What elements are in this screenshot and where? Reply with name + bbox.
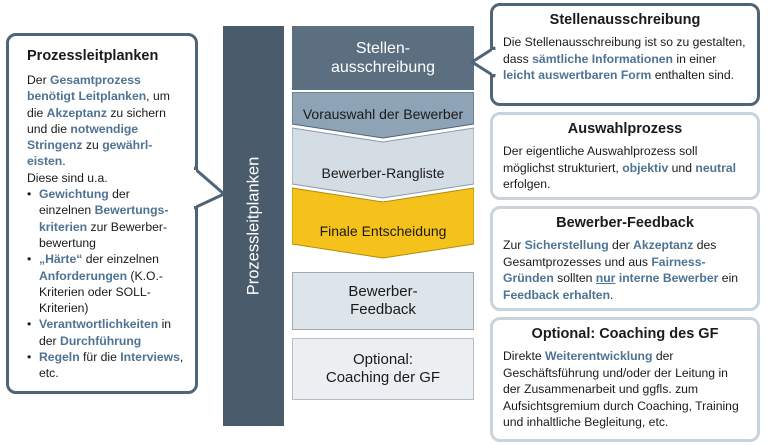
box-stellenausschreibung: Stellenausschreibung Die Stellenausschre… bbox=[490, 3, 760, 106]
text: sollten bbox=[553, 271, 596, 285]
highlight: Gesamtprozess benötigt Leitplanken bbox=[27, 73, 147, 104]
text: der einzelnen bbox=[82, 252, 159, 267]
highlight: Interviews bbox=[120, 350, 180, 365]
highlight: interne Bewerber bbox=[618, 271, 719, 285]
box-auswahlprozess: Auswahlprozess Der eigentliche Auswahlpr… bbox=[490, 112, 760, 200]
highlight: Durchführung bbox=[60, 333, 142, 348]
highlight: objektiv bbox=[622, 160, 669, 175]
highlight: Sicherstellung bbox=[524, 238, 609, 252]
intro-text: Der Gesamtprozess benötigt Leitplanken, … bbox=[27, 72, 185, 170]
text: Direkte bbox=[503, 349, 545, 363]
list-item: Verantwortlichkeiten in der Durchführung bbox=[27, 316, 185, 349]
highlight: sämtliche Informationen bbox=[532, 51, 673, 66]
list-item: Regeln für die Interviews, etc. bbox=[27, 349, 185, 382]
text: enthalten sind. bbox=[651, 68, 734, 82]
text: in einer bbox=[673, 51, 717, 66]
text: in der bbox=[39, 317, 172, 348]
box-title: Auswahlprozess bbox=[567, 121, 683, 137]
text: , etc. bbox=[39, 350, 184, 381]
highlight: Verantwortlichkeiten bbox=[39, 317, 159, 332]
callout-pointer bbox=[470, 46, 496, 78]
text: und bbox=[668, 160, 696, 175]
bar-label: Prozessleitplanken bbox=[244, 156, 262, 296]
highlight: notwendige Stringenz bbox=[27, 121, 139, 153]
text: zur Bewerber-bewertung bbox=[39, 219, 168, 250]
box-coaching: Optional: Coaching des GF Direkte Weiter… bbox=[490, 317, 760, 442]
step-finale-entscheidung: Finale Entscheidung bbox=[319, 222, 447, 239]
highlight: Feedback erhalten bbox=[503, 287, 611, 302]
step-rangliste: Bewerber-Rangliste bbox=[321, 164, 445, 181]
text: zu bbox=[82, 138, 103, 153]
highlight: nur bbox=[595, 271, 616, 285]
highlight: Akzeptanz bbox=[633, 238, 694, 252]
box-text: Zur Sicherstellung der Akzeptanz des Ges… bbox=[503, 237, 747, 303]
text: . bbox=[610, 287, 614, 302]
highlight: „Härte“ bbox=[39, 252, 83, 267]
box-title: Bewerber-Feedback bbox=[556, 215, 694, 231]
list-item: „Härte“ der einzelnen Anforderungen (K.O… bbox=[27, 251, 185, 316]
text: Der eigentliche Auswahlprozess soll mögl… bbox=[503, 144, 698, 175]
highlight: neutral bbox=[695, 160, 737, 175]
text: der Geschäftsführung und/oder der Leitun… bbox=[503, 349, 739, 429]
text: Die Stellenausschreibung ist so zu gesta… bbox=[503, 35, 746, 66]
text: Der bbox=[27, 73, 51, 87]
process-chevrons bbox=[292, 92, 474, 259]
text: ein bbox=[718, 271, 739, 285]
text: zu sichern und die bbox=[27, 105, 166, 136]
step-stellenausschreibung: Stellen-ausschreibung bbox=[292, 26, 474, 90]
text: des Gesamtprozesses und aus bbox=[503, 238, 717, 269]
highlight: Bewertungs-kriterien bbox=[39, 203, 169, 234]
guideline-list: Gewichtung der einzelnen Bewertungs-krit… bbox=[27, 186, 185, 382]
box-title: Stellenausschreibung bbox=[549, 12, 701, 28]
highlight: Gewichtung bbox=[39, 187, 109, 202]
box-text: Der eigentliche Auswahlprozess soll mögl… bbox=[503, 143, 747, 193]
text: . bbox=[62, 154, 66, 169]
highlight: Weiterentwicklung bbox=[545, 349, 653, 363]
diese-text: Diese sind u.a. bbox=[27, 170, 108, 185]
step-coaching: Optional: Coaching der GF bbox=[292, 338, 474, 400]
prozessleitplanken-bubble: Prozessleitplanken Der Gesamtprozess ben… bbox=[6, 33, 198, 394]
prozessleitplanken-bar: Prozessleitplanken bbox=[223, 26, 284, 426]
list-item: Gewichtung der einzelnen Bewertungs-krit… bbox=[27, 186, 185, 251]
text: für die bbox=[79, 350, 121, 365]
callout-pointer bbox=[194, 166, 226, 210]
step-feedback: Bewerber-Feedback bbox=[292, 272, 474, 330]
text: , um die bbox=[27, 89, 170, 120]
highlight: Fairness-Gründen bbox=[503, 254, 706, 286]
highlight: Regeln bbox=[39, 350, 80, 365]
highlight: gewährl-eisten bbox=[27, 138, 153, 169]
highlight: leicht auswertbaren Form bbox=[503, 68, 652, 82]
box-title: Optional: Coaching des GF bbox=[531, 326, 719, 342]
step-vorauswahl: Vorauswahl der Bewerber bbox=[302, 105, 464, 122]
box-text: Direkte Weiterentwicklung der Geschäftsf… bbox=[503, 348, 747, 431]
box-bewerber-feedback: Bewerber-Feedback Zur Sicherstellung der… bbox=[490, 206, 760, 311]
text: der bbox=[608, 238, 634, 252]
prozessleitplanken-title: Prozessleitplanken bbox=[27, 48, 159, 64]
text: der einzelnen bbox=[39, 187, 130, 218]
text: erfolgen. bbox=[503, 177, 551, 191]
highlight: Akzeptanz bbox=[46, 105, 107, 120]
text: Zur bbox=[503, 238, 525, 252]
box-text: Die Stellenausschreibung ist so zu gesta… bbox=[503, 34, 747, 84]
highlight: Anforderungen bbox=[39, 268, 128, 283]
text: (K.O.-Kriterien oder SOLL-Kriterien) bbox=[39, 268, 163, 316]
